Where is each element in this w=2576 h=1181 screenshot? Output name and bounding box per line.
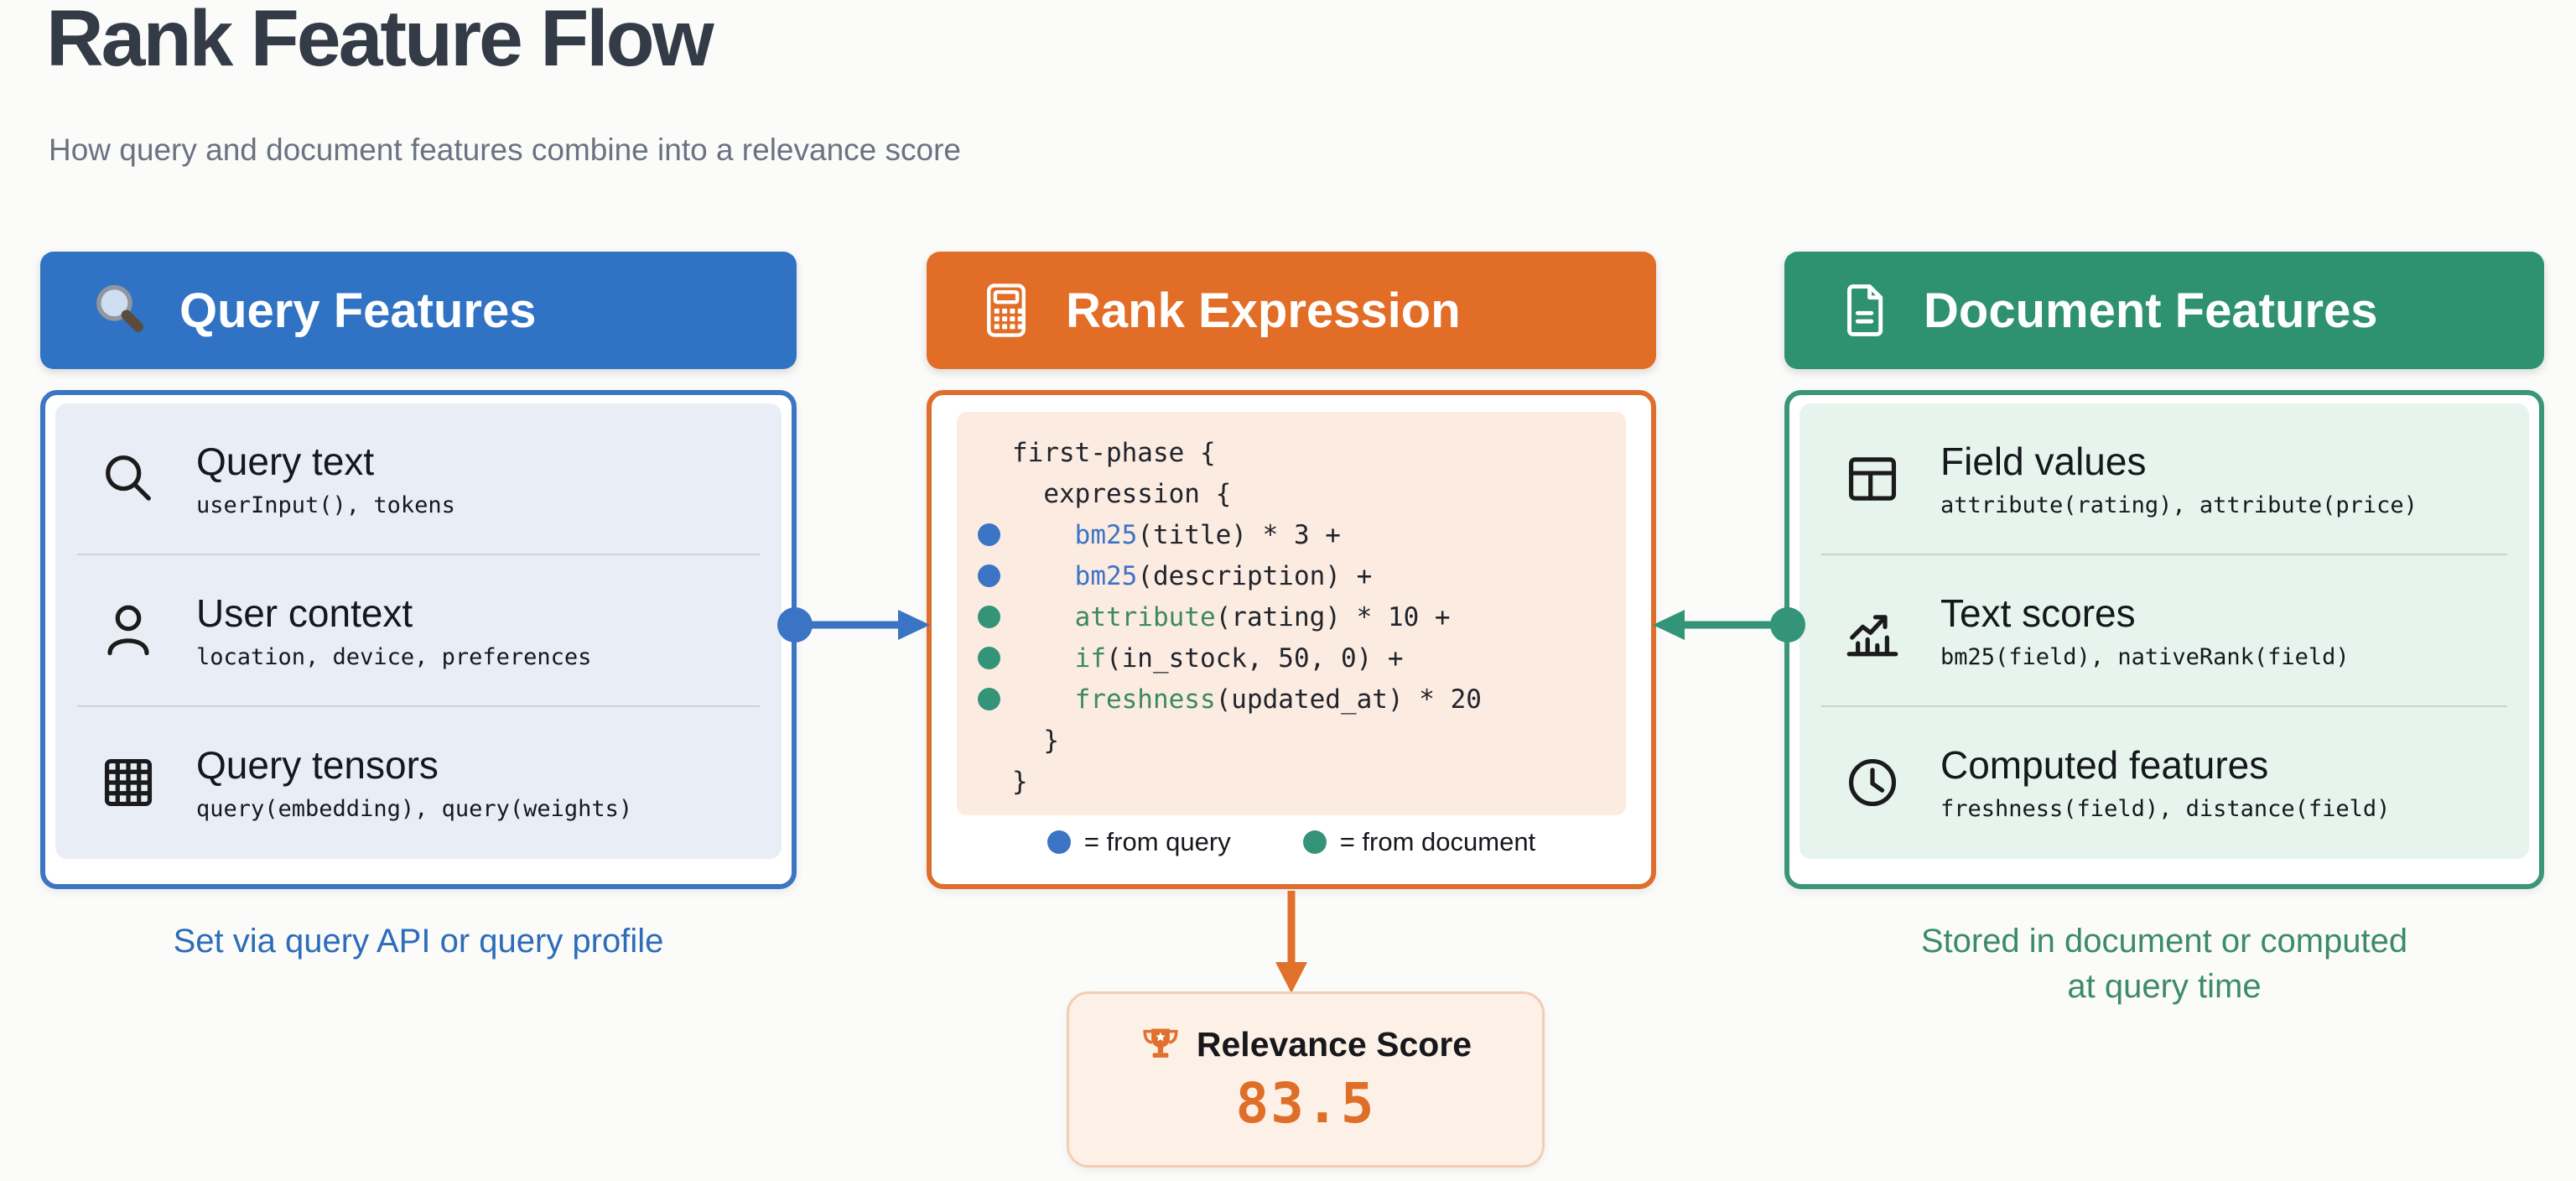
query-dot-icon (977, 564, 1000, 587)
document-dot-icon (977, 606, 1000, 628)
chart-icon (1841, 600, 1903, 662)
code-text: } (1012, 766, 1028, 797)
page-title: Rank Feature Flow (46, 0, 714, 83)
feature-row-text-scores: Text scores bm25(field), nativeRank(field… (1800, 555, 2529, 705)
feature-detail: bm25(field), nativeRank(field) (1940, 644, 2350, 670)
document-features-caption: Stored in document or computed at query … (1920, 923, 2408, 1005)
code-lines: first-phase { expression { bm25(title) *… (965, 432, 1618, 802)
feature-text: Computed features freshness(field), dista… (1940, 742, 2390, 822)
table-icon (1841, 448, 1903, 510)
row-divider (77, 554, 760, 555)
relevance-score-value: 83.5 (1235, 1070, 1376, 1136)
document-source-dot (965, 647, 1012, 669)
feature-row-computed-features: Computed features freshness(field), dista… (1800, 707, 2529, 857)
expression-to-score-arrow (1275, 891, 1307, 993)
query-source-dot (965, 564, 1012, 587)
document-features-column: Document Features Field values attribute(… (1784, 252, 2544, 889)
feature-title: Field values (1940, 440, 2147, 483)
code-line: } (965, 761, 1618, 802)
query-source-dot (965, 523, 1012, 546)
code-text: bm25(title) * 3 + (1074, 519, 1341, 550)
query-dot-icon (1046, 830, 1071, 854)
feature-row-field-values: Field values attribute(rating), attribute… (1800, 403, 2529, 554)
feature-detail: location, device, preferences (196, 644, 592, 670)
relevance-score-label: Relevance Score (1196, 1025, 1472, 1064)
rank-expression-column: Rank Expression first-phase { expression… (927, 252, 1656, 889)
code-text: } (1012, 725, 1059, 756)
code-legend: = from query = from document (932, 827, 1651, 857)
query-features-header-label: Query Features (179, 283, 537, 338)
search-icon (97, 448, 159, 510)
feature-detail: freshness(field), distance(field) (1940, 796, 2391, 822)
feature-title: Text scores (1940, 591, 2136, 635)
feature-detail: attribute(rating), attribute(price) (1940, 492, 2418, 518)
feature-row-query-text: Query text userInput(), tokens (55, 403, 782, 554)
rank-expression-panel: first-phase { expression { bm25(title) *… (927, 390, 1656, 889)
code-text: if(in_stock, 50, 0) + (1074, 643, 1404, 674)
feature-title: Query tensors (196, 743, 439, 787)
legend-item-query: = from query (1046, 827, 1231, 857)
query-features-column: Query Features Query text userInput(), to… (40, 252, 797, 889)
legend-label: = from document (1339, 827, 1536, 856)
code-line: freshness(updated_at) * 20 (965, 679, 1618, 720)
code-line: bm25(title) * 3 + (965, 514, 1618, 555)
document-source-dot (965, 606, 1012, 628)
query-to-expression-arrow (777, 607, 930, 643)
user-icon (97, 600, 159, 662)
legend-item-document: = from document (1302, 827, 1536, 857)
code-text: bm25(description) + (1074, 560, 1373, 591)
feature-detail: query(embedding), query(weights) (196, 796, 633, 822)
feature-text: Query tensors query(embedding), query(wei… (196, 742, 632, 822)
calculator-icon (977, 281, 1036, 340)
relevance-score-box: Relevance Score 83.5 (1067, 991, 1545, 1168)
rank-expression-header: Rank Expression (927, 252, 1656, 369)
feature-detail: userInput(), tokens (196, 492, 455, 518)
feature-text: Query text userInput(), tokens (196, 439, 455, 518)
code-line: bm25(description) + (965, 555, 1618, 596)
feature-row-query-tensors: Query tensors query(embedding), query(wei… (55, 707, 782, 857)
document-icon (1835, 281, 1893, 340)
feature-title: Query text (196, 440, 375, 483)
rank-expression-code: first-phase { expression { bm25(title) *… (957, 412, 1626, 815)
rank-expression-header-label: Rank Expression (1066, 283, 1461, 338)
document-to-expression-arrow (1653, 607, 1805, 643)
legend-label: = from query (1083, 827, 1231, 856)
document-dot-icon (977, 688, 1000, 710)
query-features-caption: Set via query API or query profile (173, 923, 664, 960)
code-line: if(in_stock, 50, 0) + (965, 637, 1618, 679)
feature-row-user-context: User context location, device, preference… (55, 555, 782, 705)
magnifier-emoji-icon (91, 281, 149, 340)
code-line: first-phase { (965, 432, 1618, 473)
code-line: } (965, 720, 1618, 761)
code-text: expression { (1012, 478, 1232, 509)
trophy-icon (1143, 1028, 1178, 1058)
document-dot-icon (1302, 830, 1327, 854)
code-line: expression { (965, 473, 1618, 514)
page-subtitle: How query and document features combine … (49, 133, 961, 167)
document-features-header-label: Document Features (1924, 283, 2378, 338)
feature-text: Text scores bm25(field), nativeRank(field… (1940, 590, 2350, 670)
document-dot-icon (977, 647, 1000, 669)
document-features-list: Field values attribute(rating), attribute… (1800, 403, 2529, 859)
document-features-header: Document Features (1784, 252, 2544, 369)
document-features-panel: Field values attribute(rating), attribute… (1784, 390, 2544, 889)
feature-title: User context (196, 591, 413, 635)
code-text: first-phase { (1012, 437, 1216, 468)
row-divider (77, 705, 760, 707)
clock-icon (1841, 752, 1903, 814)
code-text: attribute(rating) * 10 + (1074, 601, 1451, 632)
document-source-dot (965, 688, 1012, 710)
query-features-header: Query Features (40, 252, 797, 369)
feature-title: Computed features (1940, 743, 2269, 787)
tensor-grid-icon (97, 752, 159, 814)
feature-text: User context location, device, preference… (196, 590, 591, 670)
row-divider (1821, 554, 2507, 555)
code-line: attribute(rating) * 10 + (965, 596, 1618, 637)
query-dot-icon (977, 523, 1000, 546)
feature-text: Field values attribute(rating), attribute… (1940, 439, 2418, 518)
code-text: freshness(updated_at) * 20 (1074, 684, 1482, 715)
row-divider (1821, 705, 2507, 707)
